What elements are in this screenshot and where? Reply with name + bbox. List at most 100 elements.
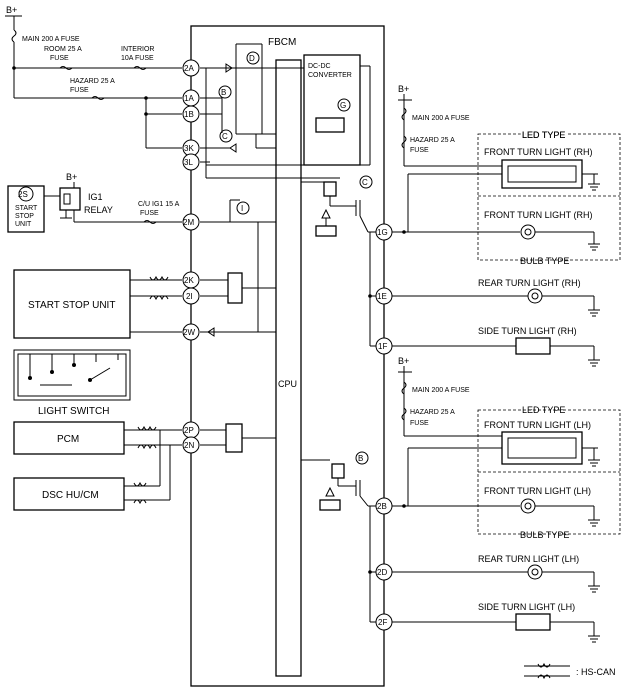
dcdc-converter: DC-DC CONVERTER	[205, 54, 371, 179]
svg-text:SIDE TURN LIGHT (RH): SIDE TURN LIGHT (RH)	[478, 326, 577, 336]
pin-3k: 3K	[182, 139, 200, 157]
svg-text:FUSE: FUSE	[140, 210, 159, 217]
interior-fuse-symbol	[133, 66, 147, 70]
fbcm-label: FBCM	[268, 37, 296, 48]
svg-text:2N: 2N	[184, 441, 194, 450]
pin-2n: 2N	[182, 436, 200, 454]
pin-1f: 1F	[375, 337, 393, 355]
cpu-block	[275, 59, 302, 677]
svg-text:STOP: STOP	[15, 213, 34, 220]
room-fuse-label1: ROOM 25 A	[44, 46, 82, 53]
svg-text:2S: 2S	[18, 190, 28, 199]
svg-text:FRONT TURN LIGHT (RH): FRONT TURN LIGHT (RH)	[484, 210, 593, 220]
svg-text:B: B	[358, 454, 363, 463]
main-fuse-symbol	[11, 29, 17, 43]
svg-text:LED TYPE: LED TYPE	[522, 405, 565, 415]
dsc-label: DSC HU/CM	[42, 490, 99, 501]
svg-text:FRONT TURN LIGHT (RH): FRONT TURN LIGHT (RH)	[484, 147, 593, 157]
interior-fuse-label2: 10A FUSE	[121, 55, 154, 62]
ig1-relay-section: B+ IG1 RELAY C/U IG1 15 A FUSE	[40, 172, 182, 224]
pin-2b: 2B	[375, 497, 393, 515]
svg-text:1E: 1E	[377, 292, 387, 301]
bplus-label: B+	[6, 5, 17, 15]
pin-2k: 2K	[182, 271, 200, 289]
hs-can-legend: : HS-CAN	[524, 662, 616, 680]
pin-2f: 2F	[375, 613, 393, 631]
internal-wiring-top	[200, 43, 304, 163]
svg-text:B+: B+	[398, 356, 409, 366]
driver-rh	[301, 181, 376, 347]
pin-2d: 2D	[375, 563, 393, 581]
lh-lights: B+ MAIN 200 A FUSE HAZARD 25 A FUSE LED …	[392, 356, 621, 636]
pin-1a: 1A	[182, 89, 200, 107]
dsc-module	[13, 477, 125, 511]
pin-1e: 1E	[375, 287, 393, 305]
interior-fuse-label1: INTERIOR	[121, 46, 154, 53]
hazard-fuse-symbol	[91, 96, 105, 100]
marker-c-top: C	[219, 129, 233, 143]
svg-text:G: G	[340, 101, 346, 110]
svg-text:2D: 2D	[377, 568, 387, 577]
svg-text:UNIT: UNIT	[15, 221, 32, 228]
svg-text:2M: 2M	[183, 218, 194, 227]
driver-lh	[301, 459, 376, 623]
light-switch: LIGHT SWITCH	[13, 349, 131, 417]
svg-text:2F: 2F	[378, 618, 387, 627]
svg-text:B: B	[221, 88, 226, 97]
marker-b-top: B	[218, 85, 232, 99]
svg-text:2A: 2A	[184, 64, 194, 73]
svg-text:1F: 1F	[378, 342, 387, 351]
room-fuse-symbol	[59, 66, 73, 70]
rh-lights: B+ MAIN 200 A FUSE HAZARD 25 A FUSE LED …	[392, 84, 621, 360]
room-fuse-label2: FUSE	[50, 55, 69, 62]
svg-text:FRONT TURN LIGHT (LH): FRONT TURN LIGHT (LH)	[484, 420, 591, 430]
svg-text:IG1: IG1	[88, 192, 103, 202]
svg-text:B+: B+	[66, 172, 77, 182]
ground-symbols	[588, 183, 600, 643]
light-switch-label: LIGHT SWITCH	[38, 406, 109, 417]
svg-text:MAIN 200 A FUSE: MAIN 200 A FUSE	[412, 115, 470, 122]
hazard-fuse-label1: HAZARD 25 A	[70, 78, 115, 85]
svg-text:CONVERTER: CONVERTER	[308, 72, 352, 79]
cpu-label: CPU	[278, 379, 297, 389]
svg-text:B+: B+	[398, 84, 409, 94]
start-stop-unit	[13, 269, 131, 339]
hazard-fuse-label2: FUSE	[70, 87, 89, 94]
svg-text:RELAY: RELAY	[84, 205, 113, 215]
svg-text:D: D	[249, 54, 255, 63]
pcm-label: PCM	[57, 434, 79, 445]
svg-text:MAIN 200 A FUSE: MAIN 200 A FUSE	[412, 387, 470, 394]
svg-text:C: C	[222, 132, 228, 141]
svg-text:BULB TYPE: BULB TYPE	[520, 256, 569, 266]
svg-text:FUSE: FUSE	[410, 420, 429, 427]
svg-text:START: START	[15, 205, 38, 212]
svg-text:3L: 3L	[184, 158, 193, 167]
start-stop-unit-label: START STOP UNIT	[28, 300, 115, 311]
svg-text:SIDE TURN LIGHT (LH): SIDE TURN LIGHT (LH)	[478, 602, 575, 612]
svg-text:2I: 2I	[186, 292, 193, 301]
pcm-module	[13, 421, 125, 455]
svg-text:2W: 2W	[183, 328, 195, 337]
svg-text:1A: 1A	[184, 94, 194, 103]
pin-2a: 2A	[182, 59, 200, 77]
svg-text:C: C	[362, 178, 368, 187]
marker-i: I	[236, 201, 250, 215]
svg-text:1B: 1B	[184, 110, 194, 119]
pin-2i: 2I	[182, 287, 200, 305]
main-fuse-label: MAIN 200 A FUSE	[22, 36, 80, 43]
svg-text:3K: 3K	[184, 144, 194, 153]
marker-d: D	[246, 51, 260, 65]
svg-text:LED TYPE: LED TYPE	[522, 130, 565, 140]
can-twist-ssu	[149, 275, 169, 281]
pin-1b: 1B	[182, 105, 200, 123]
pin-2p: 2P	[182, 421, 200, 439]
svg-text:1G: 1G	[377, 228, 388, 237]
svg-text:LED TYPE: LED TYPE	[522, 130, 565, 140]
pin-2w: 2W	[182, 323, 200, 341]
left-supply: B+ MAIN 200 A FUSE ROOM 25 A FUSE INTERI…	[5, 5, 182, 149]
marker-b-low: B	[355, 451, 369, 465]
hs-can-label: : HS-CAN	[576, 667, 616, 677]
svg-text:BULB TYPE: BULB TYPE	[520, 530, 569, 540]
svg-text:HAZARD 25 A: HAZARD 25 A	[410, 409, 455, 416]
